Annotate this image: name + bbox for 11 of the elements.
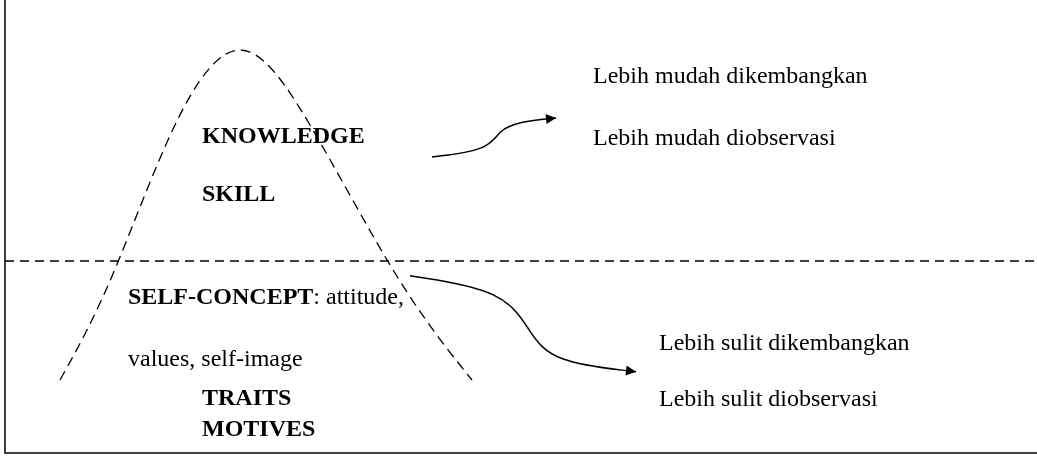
label-text: Lebih sulit diobservasi: [659, 384, 878, 413]
label-text: SKILL: [202, 179, 276, 208]
curved-arrow: [409, 275, 637, 376]
label-text: MOTIVES: [202, 414, 316, 443]
label-text: Lebih sulit dikembangkan: [659, 328, 910, 357]
label-text: TRAITS: [202, 383, 292, 412]
label-text: Lebih mudah dikembangkan: [593, 61, 868, 90]
curved-arrow: [431, 114, 557, 158]
label-text: Lebih mudah diobservasi: [593, 123, 836, 152]
label-text: KNOWLEDGE: [202, 121, 365, 150]
label-text: SELF-CONCEPT: attitude, values, self-image: [128, 282, 405, 373]
